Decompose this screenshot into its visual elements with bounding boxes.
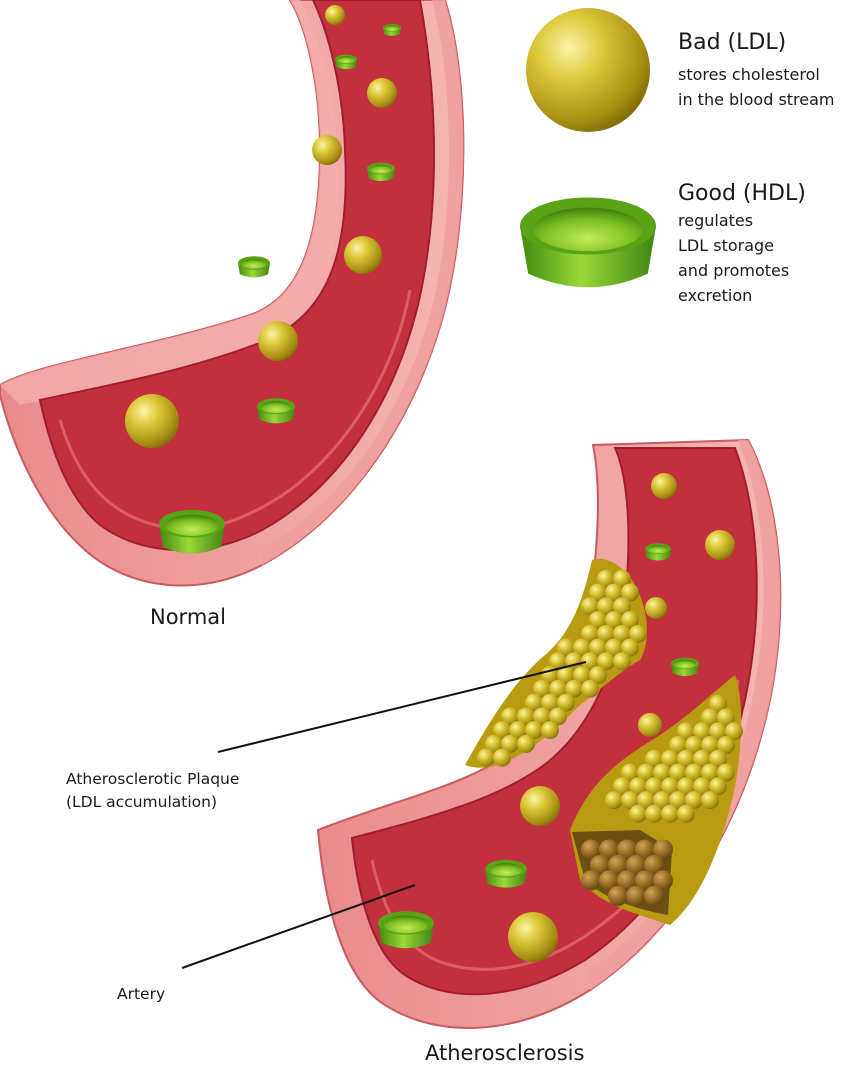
plaque-sphere <box>626 885 646 906</box>
plaque-sphere <box>581 870 601 891</box>
plaque-sphere <box>645 804 663 823</box>
plaque-sphere <box>629 804 647 823</box>
plaque-callout-line <box>217 661 587 753</box>
plaque-sphere <box>661 804 679 823</box>
plaque-sphere <box>644 885 664 906</box>
ldl-legend-icon <box>526 8 650 132</box>
ldl-legend-title: Bad (LDL) <box>678 30 787 55</box>
plaque-callout-line2: (LDL accumulation) <box>66 793 218 811</box>
plaque-sphere <box>477 748 495 767</box>
hdl-desc-line: LDL storage <box>678 236 775 255</box>
normal-caption: Normal <box>150 605 226 629</box>
plaque-sphere <box>701 791 719 810</box>
hdl-desc-line: excretion <box>678 286 753 305</box>
plaque-sphere <box>517 734 535 753</box>
hdl-legend-icon <box>520 197 656 288</box>
plaque-upper <box>465 558 647 768</box>
atherosclerosis-caption: Atherosclerosis <box>425 1041 585 1065</box>
artery-callout-line <box>181 884 416 969</box>
hdl-desc-line: regulates <box>678 211 754 230</box>
plaque-sphere <box>493 748 511 767</box>
plaque-lower <box>570 675 743 925</box>
plaque-sphere <box>605 791 623 810</box>
plaque-sphere <box>608 885 628 906</box>
plaque-callout-label: Atherosclerotic Plaque (LDL accumulation… <box>66 768 239 814</box>
artery-callout-label: Artery <box>117 985 166 1003</box>
hdl-desc-line: and promotes <box>678 261 790 280</box>
plaque-sphere <box>541 721 559 740</box>
plaque-sphere <box>581 679 599 698</box>
plaque-callout-line1: Atherosclerotic Plaque <box>66 770 240 788</box>
ldl-legend-description: stores cholesterol in the blood stream <box>678 62 835 112</box>
ldl-desc-line: in the blood stream <box>678 90 835 109</box>
plaque-sphere <box>677 804 695 823</box>
plaque-sphere <box>613 652 631 671</box>
ldl-desc-line: stores cholesterol <box>678 65 820 84</box>
hdl-legend-description: regulates LDL storage and promotes excre… <box>678 208 789 308</box>
hdl-legend-title: Good (HDL) <box>678 181 806 206</box>
